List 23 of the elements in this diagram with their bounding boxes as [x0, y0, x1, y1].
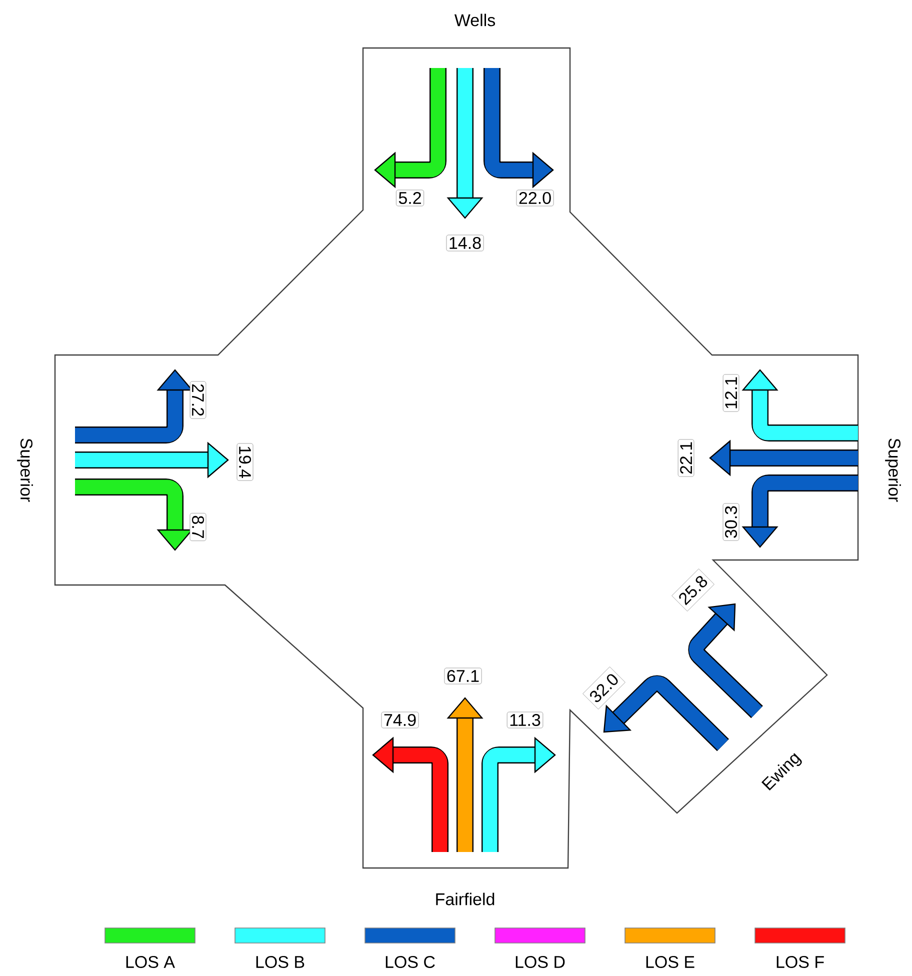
delay-value: 74.9 — [381, 712, 419, 728]
delay-value: 27.2 — [190, 381, 206, 419]
delay-value: 12.1 — [722, 374, 740, 412]
legend-label: LOS E — [646, 956, 694, 968]
delay-value: 67.1 — [444, 668, 482, 684]
delay-value: 5.2 — [396, 190, 424, 206]
legend-label: LOS B — [256, 956, 304, 968]
legend-label: LOS F — [776, 956, 824, 968]
delay-value: 30.3 — [722, 503, 740, 541]
street-name: Fairfield — [436, 892, 494, 906]
legend-label: LOS D — [516, 956, 565, 968]
delay-value: 19.4 — [236, 443, 254, 481]
delay-value: 22.1 — [678, 439, 694, 477]
delay-value: 22.0 — [516, 190, 554, 206]
street-name: Superior — [17, 438, 33, 502]
delay-value: 8.7 — [190, 513, 206, 542]
street-name: Wells — [454, 14, 496, 26]
delay-value: 11.3 — [506, 712, 544, 728]
legend-label: LOS C — [386, 956, 435, 968]
delay-value: 32.0 — [582, 666, 626, 710]
delay-value: 14.8 — [446, 234, 484, 252]
legend-label: LOS A — [126, 956, 175, 968]
street-name: Superior — [885, 438, 901, 502]
